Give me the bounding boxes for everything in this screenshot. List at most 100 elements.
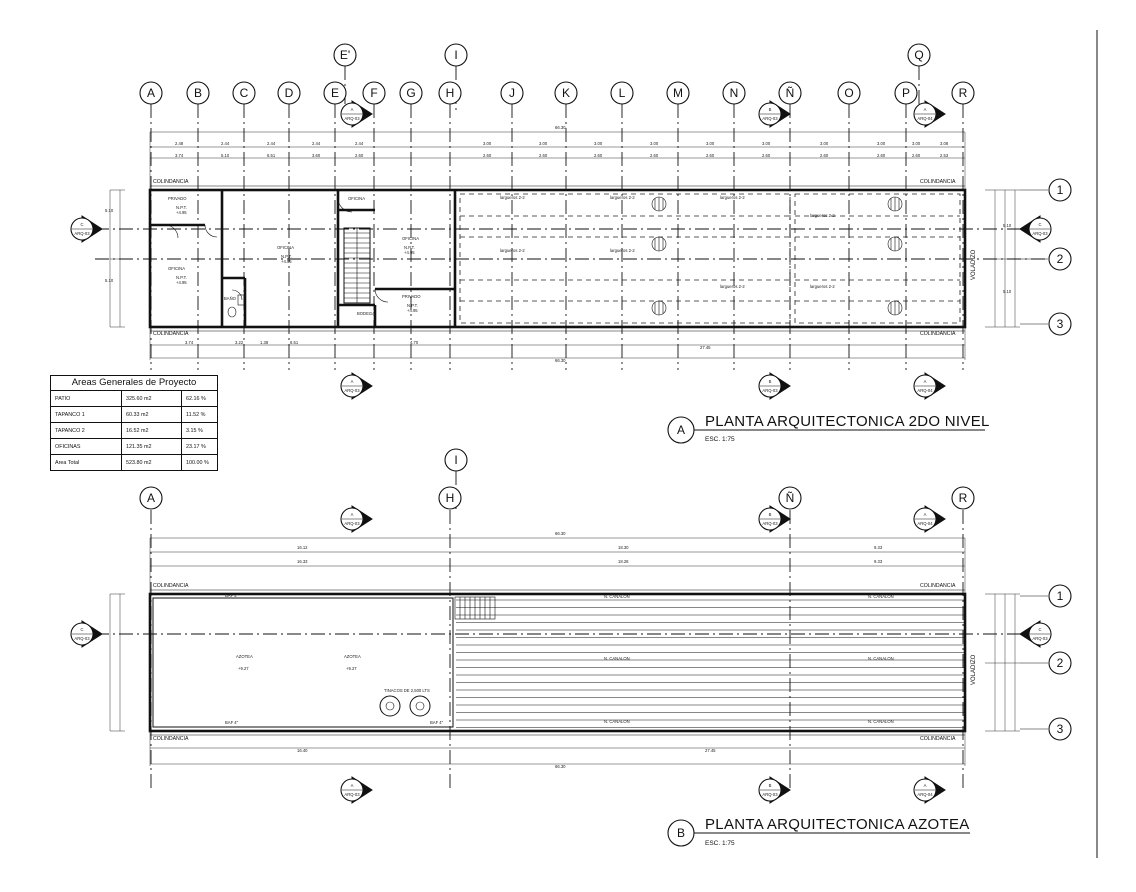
- svg-text:1: 1: [1057, 589, 1064, 603]
- svg-text:9.33: 9.33: [874, 545, 883, 550]
- plan-a: PRIVADO OFICINA OFICINA OFICINA OFICINA …: [95, 125, 1045, 363]
- dim-a-bottom-2: 3.22: [235, 340, 244, 345]
- svg-text:A: A: [924, 512, 927, 517]
- dim-a-top-3: 2.44: [312, 141, 321, 146]
- axis-bubble-upper-Q: Q: [907, 43, 931, 67]
- dim-a-top-11: 3.00: [820, 141, 829, 146]
- svg-text:BAF 4": BAF 4": [430, 720, 444, 725]
- svg-text:+4.95: +4.95: [407, 308, 418, 313]
- svg-text:27.45: 27.45: [705, 748, 716, 753]
- dim-a-top-9: 3.00: [706, 141, 715, 146]
- svg-text:3: 3: [1057, 722, 1064, 736]
- svg-text:C: C: [80, 222, 83, 227]
- dim-a-top-7: 3.00: [594, 141, 603, 146]
- dim-a-bottom-0: 3.74: [185, 340, 194, 345]
- svg-text:16.33: 16.33: [297, 559, 308, 564]
- svg-text:ARQ-03: ARQ-03: [344, 116, 360, 121]
- svg-text:ARQ-03: ARQ-03: [344, 792, 360, 797]
- axis-bubble-J: J: [500, 81, 524, 105]
- svg-text:B: B: [194, 86, 202, 100]
- svg-text:+9.27: +9.27: [238, 666, 249, 671]
- voladizo-label-a: VOLADIZO: [971, 249, 977, 280]
- axis-bubble-P: P: [894, 81, 918, 105]
- svg-text:ARQ-03: ARQ-03: [762, 792, 778, 797]
- area-cell-name: TAPANCO 1: [51, 407, 122, 422]
- colindancia-b-top-left: COLINDANCIA: [153, 583, 189, 589]
- svg-text:+4.95: +4.95: [281, 259, 292, 264]
- area-cell-pct: 11.52 %: [186, 411, 206, 418]
- voladizo-label-b: VOLADIZO: [971, 654, 977, 685]
- svg-text:B: B: [769, 107, 772, 112]
- svg-text:Q: Q: [914, 48, 923, 62]
- axis-bubble-N: N: [722, 81, 746, 105]
- axis-bubble-b-R: R: [951, 486, 975, 510]
- roof-sheeting: [456, 599, 965, 728]
- dim-a-sub-3: 3.60: [312, 153, 321, 158]
- svg-text:66.30: 66.30: [555, 531, 566, 536]
- row-bubble-a-3: 3: [1048, 312, 1072, 336]
- room-oficina-1: OFICINA: [168, 266, 185, 271]
- svg-text:A: A: [351, 379, 354, 384]
- area-cell-pct: 100.00 %: [186, 459, 209, 466]
- svg-text:ARQ-03: ARQ-03: [762, 521, 778, 526]
- svg-text:K: K: [562, 86, 570, 100]
- dim-a-top-10: 3.00: [762, 141, 771, 146]
- svg-text:+9.27: +9.27: [346, 666, 357, 671]
- svg-text:A: A: [924, 107, 927, 112]
- svg-text:O: O: [844, 86, 853, 100]
- dim-a-overall-bottom: 66.30: [555, 358, 566, 363]
- svg-text:N.P.T.: N.P.T.: [176, 275, 187, 280]
- svg-text:N. CANALON: N. CANALON: [604, 656, 630, 661]
- svg-text:H: H: [446, 491, 455, 505]
- skylight-icons: [651, 196, 903, 316]
- svg-text:9.33: 9.33: [874, 559, 883, 564]
- dim-a-top-2: 2.44: [267, 141, 276, 146]
- dim-a-bottom-1: 1.38: [260, 340, 269, 345]
- svg-text:A: A: [677, 423, 685, 437]
- svg-text:16.40: 16.40: [297, 748, 308, 753]
- colindancia-a-top-left: COLINDANCIA: [153, 179, 189, 185]
- level-marks: N.P.T. +4.95 N.P.T. +4.95 N.P.T. +4.95 N…: [176, 205, 418, 313]
- dim-a-top-12: 3.00: [877, 141, 886, 146]
- patio-structure: [459, 193, 961, 324]
- svg-text:18.30: 18.30: [618, 545, 629, 550]
- dim-a-top-8: 3.00: [650, 141, 659, 146]
- svg-text:BAF 4": BAF 4": [225, 593, 239, 598]
- room-privado-1: PRIVADO: [168, 196, 187, 201]
- dim-a-top-14: 3.08: [940, 141, 949, 146]
- beam-label-7: largueros 2-2: [810, 284, 835, 289]
- scale-plan-b: ESC. 1:75: [705, 840, 735, 847]
- svg-text:B: B: [769, 783, 772, 788]
- svg-text:B: B: [769, 512, 772, 517]
- svg-text:N.P.T.: N.P.T.: [281, 254, 292, 259]
- svg-text:2: 2: [1057, 656, 1064, 670]
- svg-text:+4.95: +4.95: [176, 210, 187, 215]
- area-cell-pct: 3.15 %: [186, 427, 203, 434]
- title-block-a: A PLANTA ARQUITECTONICA 2DO NIVEL ESC. 1…: [667, 413, 989, 444]
- dim-a-sub-9: 2.60: [706, 153, 715, 158]
- water-tank-1: [379, 695, 401, 717]
- svg-text:N: N: [730, 86, 739, 100]
- svg-text:+4.95: +4.95: [176, 280, 187, 285]
- plan-b: TINACOS DE 2,500 LTS AZOTEA +9.27 AZOTEA…: [95, 531, 1045, 769]
- svg-text:2: 2: [1057, 252, 1064, 266]
- area-cell-pct: 62.16 %: [186, 395, 206, 402]
- area-cell-name: TAPANCO 2: [51, 423, 122, 438]
- svg-text:A: A: [351, 783, 354, 788]
- svg-text:B: B: [769, 379, 772, 384]
- svg-text:A: A: [147, 86, 155, 100]
- axis-bubble-H: H: [438, 81, 462, 105]
